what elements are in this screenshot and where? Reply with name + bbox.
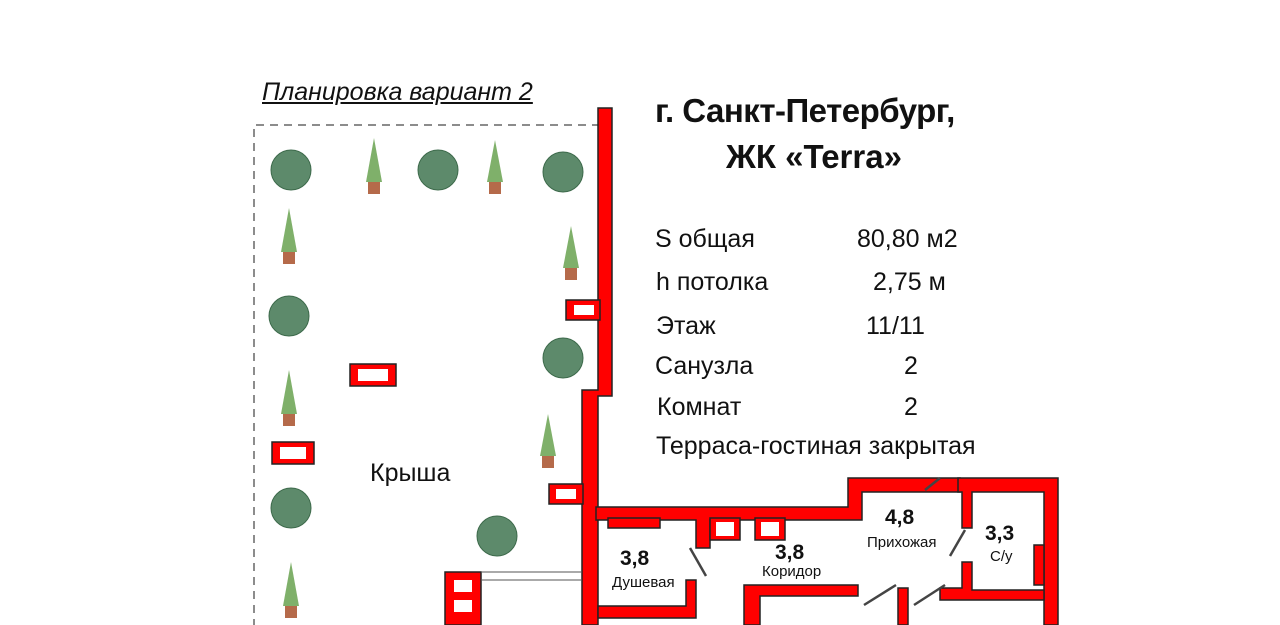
roof-label: Крыша — [370, 459, 451, 487]
spec-value-floor: 11/11 — [866, 312, 925, 340]
roof-boundary — [253, 124, 600, 625]
room-name-hallway: Прихожая — [867, 534, 937, 551]
spec-label-bathrooms: Санузла — [655, 352, 754, 380]
cypress-icons — [281, 138, 579, 618]
room-name-wc: С/у — [990, 548, 1013, 565]
spec-label-area: S общая — [655, 225, 755, 253]
spec-value-bathrooms: 2 — [904, 352, 918, 380]
spec-label-rooms: Комнат — [657, 393, 742, 421]
spec-label-ceiling: h потолка — [656, 268, 769, 296]
complex-title: ЖК «Terra» — [726, 138, 902, 175]
city-title: г. Санкт-Петербург, — [655, 92, 955, 129]
spec-label-floor: Этаж — [656, 312, 716, 340]
door-swings — [688, 477, 967, 607]
spec-value-rooms: 2 — [904, 393, 918, 421]
room-area-corridor: 3,8 — [775, 541, 805, 564]
room-area-hallway: 4,8 — [885, 506, 915, 529]
room-name-corridor: Коридор — [762, 563, 822, 580]
room-area-wc: 3,3 — [985, 522, 1015, 545]
plan-caption: Планировка вариант 2 — [262, 78, 533, 106]
room-area-shower: 3,8 — [620, 547, 650, 570]
bush-icons — [268, 149, 584, 557]
terrace-note: Терраса-гостиная закрытая — [656, 432, 976, 460]
spec-value-ceiling: 2,75 м — [873, 268, 946, 296]
room-name-shower: Душевая — [612, 574, 675, 591]
spec-value-area: 80,80 м2 — [857, 225, 958, 253]
